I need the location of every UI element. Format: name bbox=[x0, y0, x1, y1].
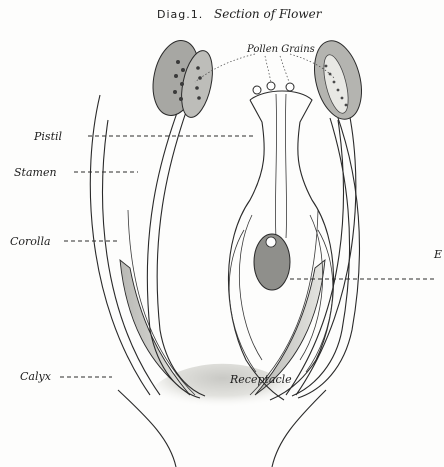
label-pollen-grains: Pollen Grains bbox=[246, 44, 315, 55]
title-text: Section of Flower bbox=[214, 7, 323, 21]
diagram-title: Diag.1. Section of Flower bbox=[157, 7, 323, 21]
leader-lines bbox=[60, 136, 434, 377]
title-prefix: Diag.1. bbox=[157, 8, 203, 21]
label-egg: E bbox=[433, 248, 442, 261]
label-corolla: Corolla bbox=[10, 235, 51, 248]
anther-right bbox=[307, 36, 369, 124]
label-calyx: Calyx bbox=[20, 370, 52, 383]
labels: Pollen Grains Pistil Stamen Corolla Caly… bbox=[10, 44, 442, 386]
label-pistil: Pistil bbox=[33, 130, 63, 143]
label-receptacle: Receptacle bbox=[229, 373, 292, 386]
ovule bbox=[254, 234, 290, 290]
anther-left bbox=[147, 36, 218, 120]
label-stamen: Stamen bbox=[14, 166, 57, 179]
pollen-grains-leaders bbox=[195, 54, 334, 82]
pollen-grains bbox=[253, 82, 294, 94]
